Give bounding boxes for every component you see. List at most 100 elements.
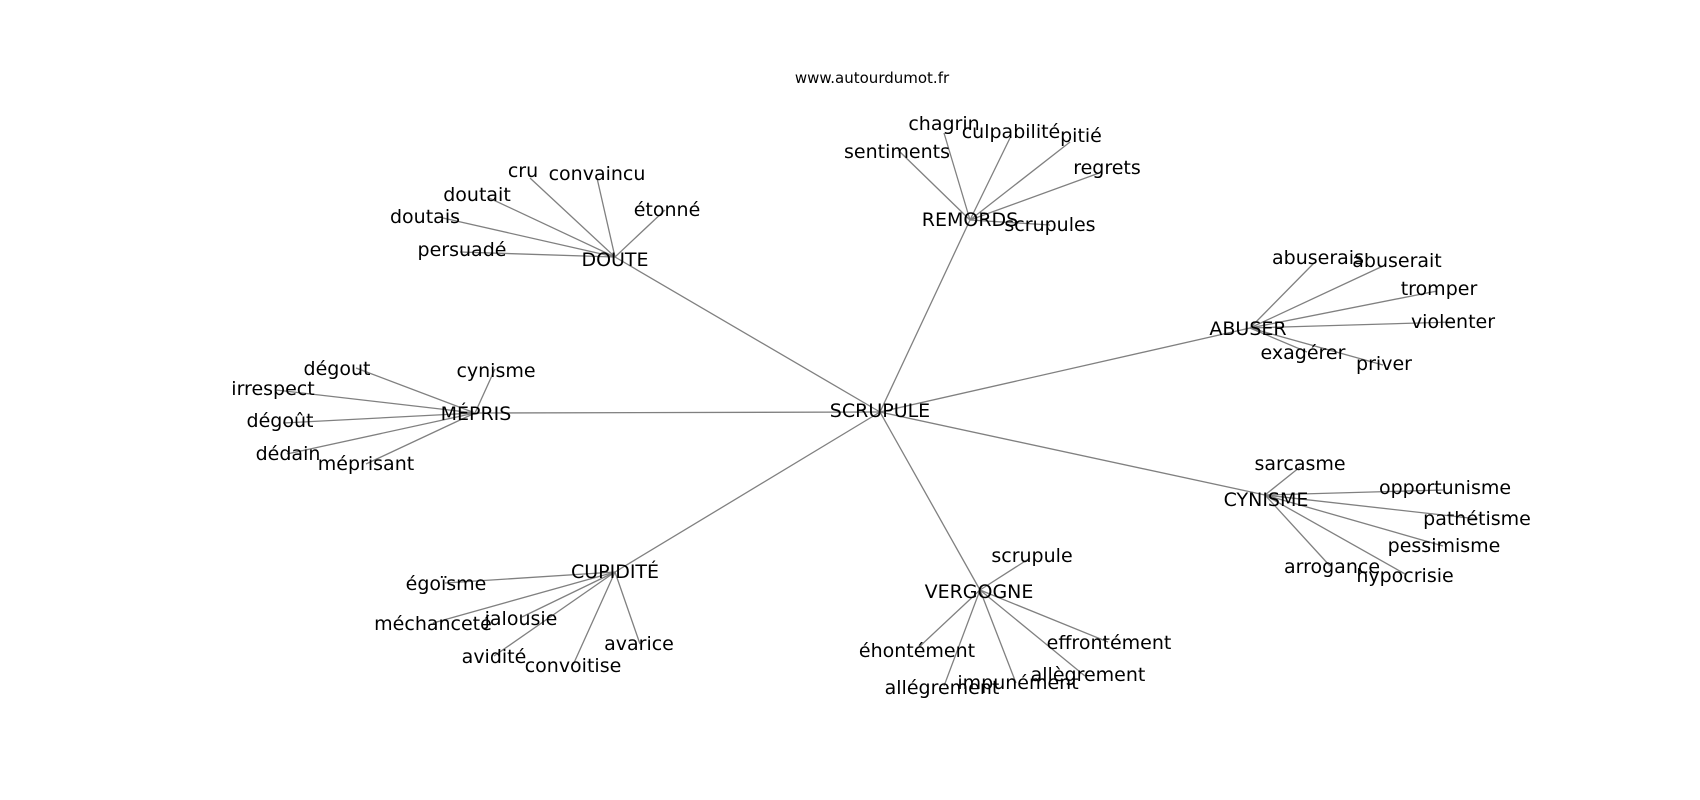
edge-hub-to-leaf [355,367,476,414]
hub-node-label: ABUSER [1209,318,1286,340]
leaf-node-label: tromper [1401,278,1478,300]
hub-node-label: CYNISME [1224,489,1309,511]
leaf-node-label: exagérer [1261,342,1346,364]
leaf-node-label: dégoût [247,410,314,432]
leaf-node-label: éhontément [859,640,975,662]
leaf-node-label: irrespect [231,378,314,400]
leaf-node-label: arrogance [1284,556,1380,578]
edge-hub-to-leaf [521,571,616,618]
edge-hub-to-leaf [442,217,616,258]
edge-hub-to-leaf [979,589,1086,677]
hub-node-label: MÉPRIS [441,402,512,425]
leaf-node-label: dédain [256,443,321,465]
leaf-node-label: avidité [462,646,527,668]
graph-edges [275,132,1479,687]
edge-hub-to-leaf [486,196,616,258]
edge-hub-to-leaf [1249,321,1454,329]
leaf-node-label: pessimisme [1388,535,1501,557]
edge-center-to-hub [879,219,971,413]
edge-hub-to-leaf [1264,489,1444,496]
leaf-node-label: étonné [634,199,701,221]
leaf-node-label: abuserait [1352,250,1442,272]
edge-center-to-hub [614,411,881,573]
edge-hub-to-leaf [979,589,1017,684]
leaf-node-label: avarice [604,633,674,655]
leaf-node-label: persuadé [418,239,507,261]
leaf-node-label: culpabilité [962,121,1061,143]
graph-labels: SCRUPULE DOUTE cru convaincu doutait étonné do… [231,113,1531,699]
leaf-node-label: égoïsme [406,573,487,595]
leaf-node-label: convoitise [525,655,622,677]
edge-hub-to-leaf [1249,290,1438,329]
leaf-node-label: opportunisme [1379,477,1511,499]
edge-hub-to-leaf [1264,494,1479,520]
edge-center-to-hub [614,256,881,413]
edge-hub-to-leaf [1249,327,1384,366]
leaf-node-label: méchanceté [374,613,492,635]
edge-hub-to-leaf [969,171,1103,221]
leaf-node-label: pathétisme [1423,508,1531,530]
leaf-node-label: scrupule [991,545,1072,567]
leaf-node-label: pitié [1060,125,1102,147]
leaf-node-label: allégrement [885,677,1000,699]
edge-hub-to-leaf [979,589,1109,643]
edge-hub-to-leaf [917,589,981,649]
edge-hub-to-leaf [474,368,496,414]
leaf-node-label: cru [508,160,538,182]
watermark: www.autourdumot.fr [795,69,950,87]
leaf-node-label: convaincu [549,163,646,185]
edge-hub-to-leaf [969,137,1011,221]
edge-hub-to-leaf [614,571,641,645]
leaf-node-label: violenter [1411,311,1495,333]
leaf-node-label: scrupules [1004,214,1095,236]
leaf-node-label: impunément [957,672,1078,694]
edge-hub-to-leaf [596,177,616,258]
edge-hub-to-leaf [969,141,1071,221]
leaf-node-label: abuserais [1272,247,1364,269]
edge-hub-to-leaf [572,571,616,666]
leaf-node-label: hypocrisie [1356,565,1453,587]
edge-hub-to-leaf [943,132,971,221]
edge-hub-to-leaf [1264,494,1406,575]
edge-hub-to-leaf [1264,494,1331,567]
edge-hub-to-leaf [1249,265,1384,329]
edge-hub-to-leaf [979,557,1031,591]
edge-hub-to-leaf [1249,261,1316,329]
leaf-node-label: jalousie [484,608,558,630]
hub-node-label: CUPIDITÉ [571,560,659,583]
leaf-node-label: sentiments [844,141,950,163]
hub-node-label: REMORDS [922,209,1018,231]
edge-center-to-hub [879,327,1251,413]
edge-hub-to-leaf [432,571,616,624]
edge-center-to-hub [474,411,881,414]
hub-node-label: DOUTE [581,249,648,271]
edge-hub-to-leaf [897,149,971,221]
edge-center-to-hub [879,411,981,591]
center-node-label: SCRUPULE [830,400,930,422]
edge-hub-to-leaf [969,219,1051,226]
edge-center-to-hub [879,411,1266,496]
edge-hub-to-leaf [493,571,616,657]
edge-hub-to-leaf [1264,466,1301,496]
leaf-node-label: cynisme [456,360,535,382]
leaf-node-label: chagrin [908,113,979,135]
leaf-node-label: doutait [443,184,511,206]
leaf-node-label: sarcasme [1254,453,1345,475]
edge-hub-to-leaf [614,209,666,258]
edge-hub-to-leaf [282,412,476,424]
leaf-node-label: dégout [304,358,371,380]
leaf-node-label: effrontément [1047,632,1172,654]
edge-hub-to-leaf [529,177,616,258]
edge-hub-to-leaf [1249,327,1308,353]
leaf-node-label: doutais [390,206,460,228]
leaf-node-label: regrets [1073,157,1141,179]
edge-hub-to-leaf [943,589,981,687]
leaf-node-label: allègrement [1031,664,1146,686]
edge-hub-to-leaf [365,412,476,465]
edge-hub-to-leaf [444,571,616,584]
hub-node-label: VERGOGNE [925,581,1034,603]
edge-hub-to-leaf [286,412,476,455]
edge-hub-to-leaf [459,251,616,258]
edge-hub-to-leaf [275,389,476,414]
